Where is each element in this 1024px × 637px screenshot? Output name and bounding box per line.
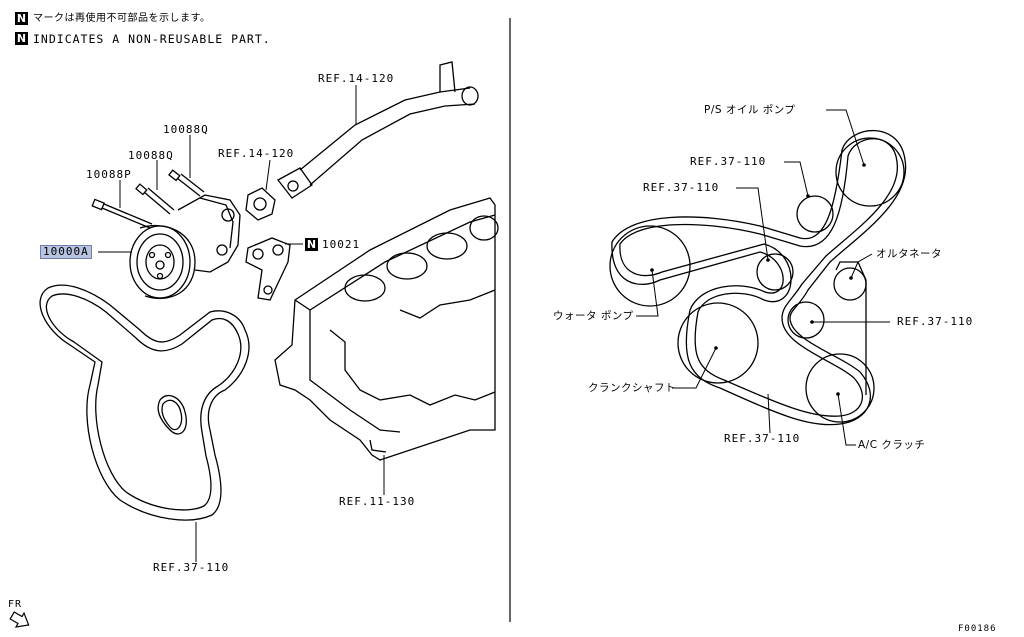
part-10088q-upper[interactable]: 10088Q: [163, 123, 209, 136]
ref-37-110-left[interactable]: REF.37-110: [153, 561, 230, 574]
ref-37-110-idler-right[interactable]: REF.37-110: [897, 315, 974, 328]
alternator-pulley: [833, 267, 867, 301]
pulleys: [609, 137, 905, 423]
gasket-upper: [245, 187, 276, 221]
ref-37-110-belt[interactable]: REF.37-110: [724, 432, 801, 445]
water-pump: [129, 194, 241, 300]
legend-japanese: マークは再使用不可部品を示します。: [33, 13, 211, 24]
ps-pump-pulley: [835, 137, 905, 207]
ac-clutch-pulley: [805, 353, 875, 423]
ps-oil-pump-label[interactable]: P/S オイル ポンプ: [704, 104, 796, 116]
non-reusable-badge: N: [15, 12, 28, 25]
part-10088p[interactable]: 10088P: [86, 168, 132, 181]
belt-right: [611, 130, 907, 426]
alternator-label[interactable]: オルタネータ: [876, 248, 942, 260]
ref-14-120-pipe[interactable]: REF.14-120: [318, 72, 395, 85]
idler-upper: [796, 195, 834, 233]
crank-pulley: [677, 302, 759, 384]
belt-left: [39, 284, 250, 521]
water-pump-pulley: [609, 225, 691, 307]
tensioner: [756, 253, 794, 291]
ref-11-130[interactable]: REF.11-130: [339, 495, 416, 508]
water-pipe: [277, 61, 479, 199]
engine-block: [274, 197, 499, 461]
gasket-lower: [245, 237, 291, 301]
legend-english: INDICATES A NON-REUSABLE PART.: [33, 32, 271, 46]
part-10088q-lower[interactable]: 10088Q: [128, 149, 174, 162]
ref-37-110-tensioner[interactable]: REF.37-110: [643, 181, 720, 194]
idler-right: [787, 301, 825, 339]
part-10000a-highlight[interactable]: 10000A: [40, 245, 92, 259]
front-indicator: FR: [8, 599, 23, 610]
non-reusable-badge: N: [15, 32, 28, 45]
non-reusable-badge: N: [305, 238, 318, 251]
bolts: [91, 169, 205, 229]
water-pump-label[interactable]: ウォータ ポンプ: [553, 310, 634, 322]
diagram-code: F00186: [958, 624, 997, 634]
fr-arrow-icon: [9, 611, 30, 628]
ref-14-120-gasket[interactable]: REF.14-120: [218, 147, 295, 160]
crankshaft-label[interactable]: クランクシャフト: [588, 382, 676, 394]
part-10021[interactable]: 10021: [322, 238, 361, 251]
ac-clutch-label[interactable]: A/C クラッチ: [858, 439, 926, 451]
ref-37-110-idler[interactable]: REF.37-110: [690, 155, 767, 168]
